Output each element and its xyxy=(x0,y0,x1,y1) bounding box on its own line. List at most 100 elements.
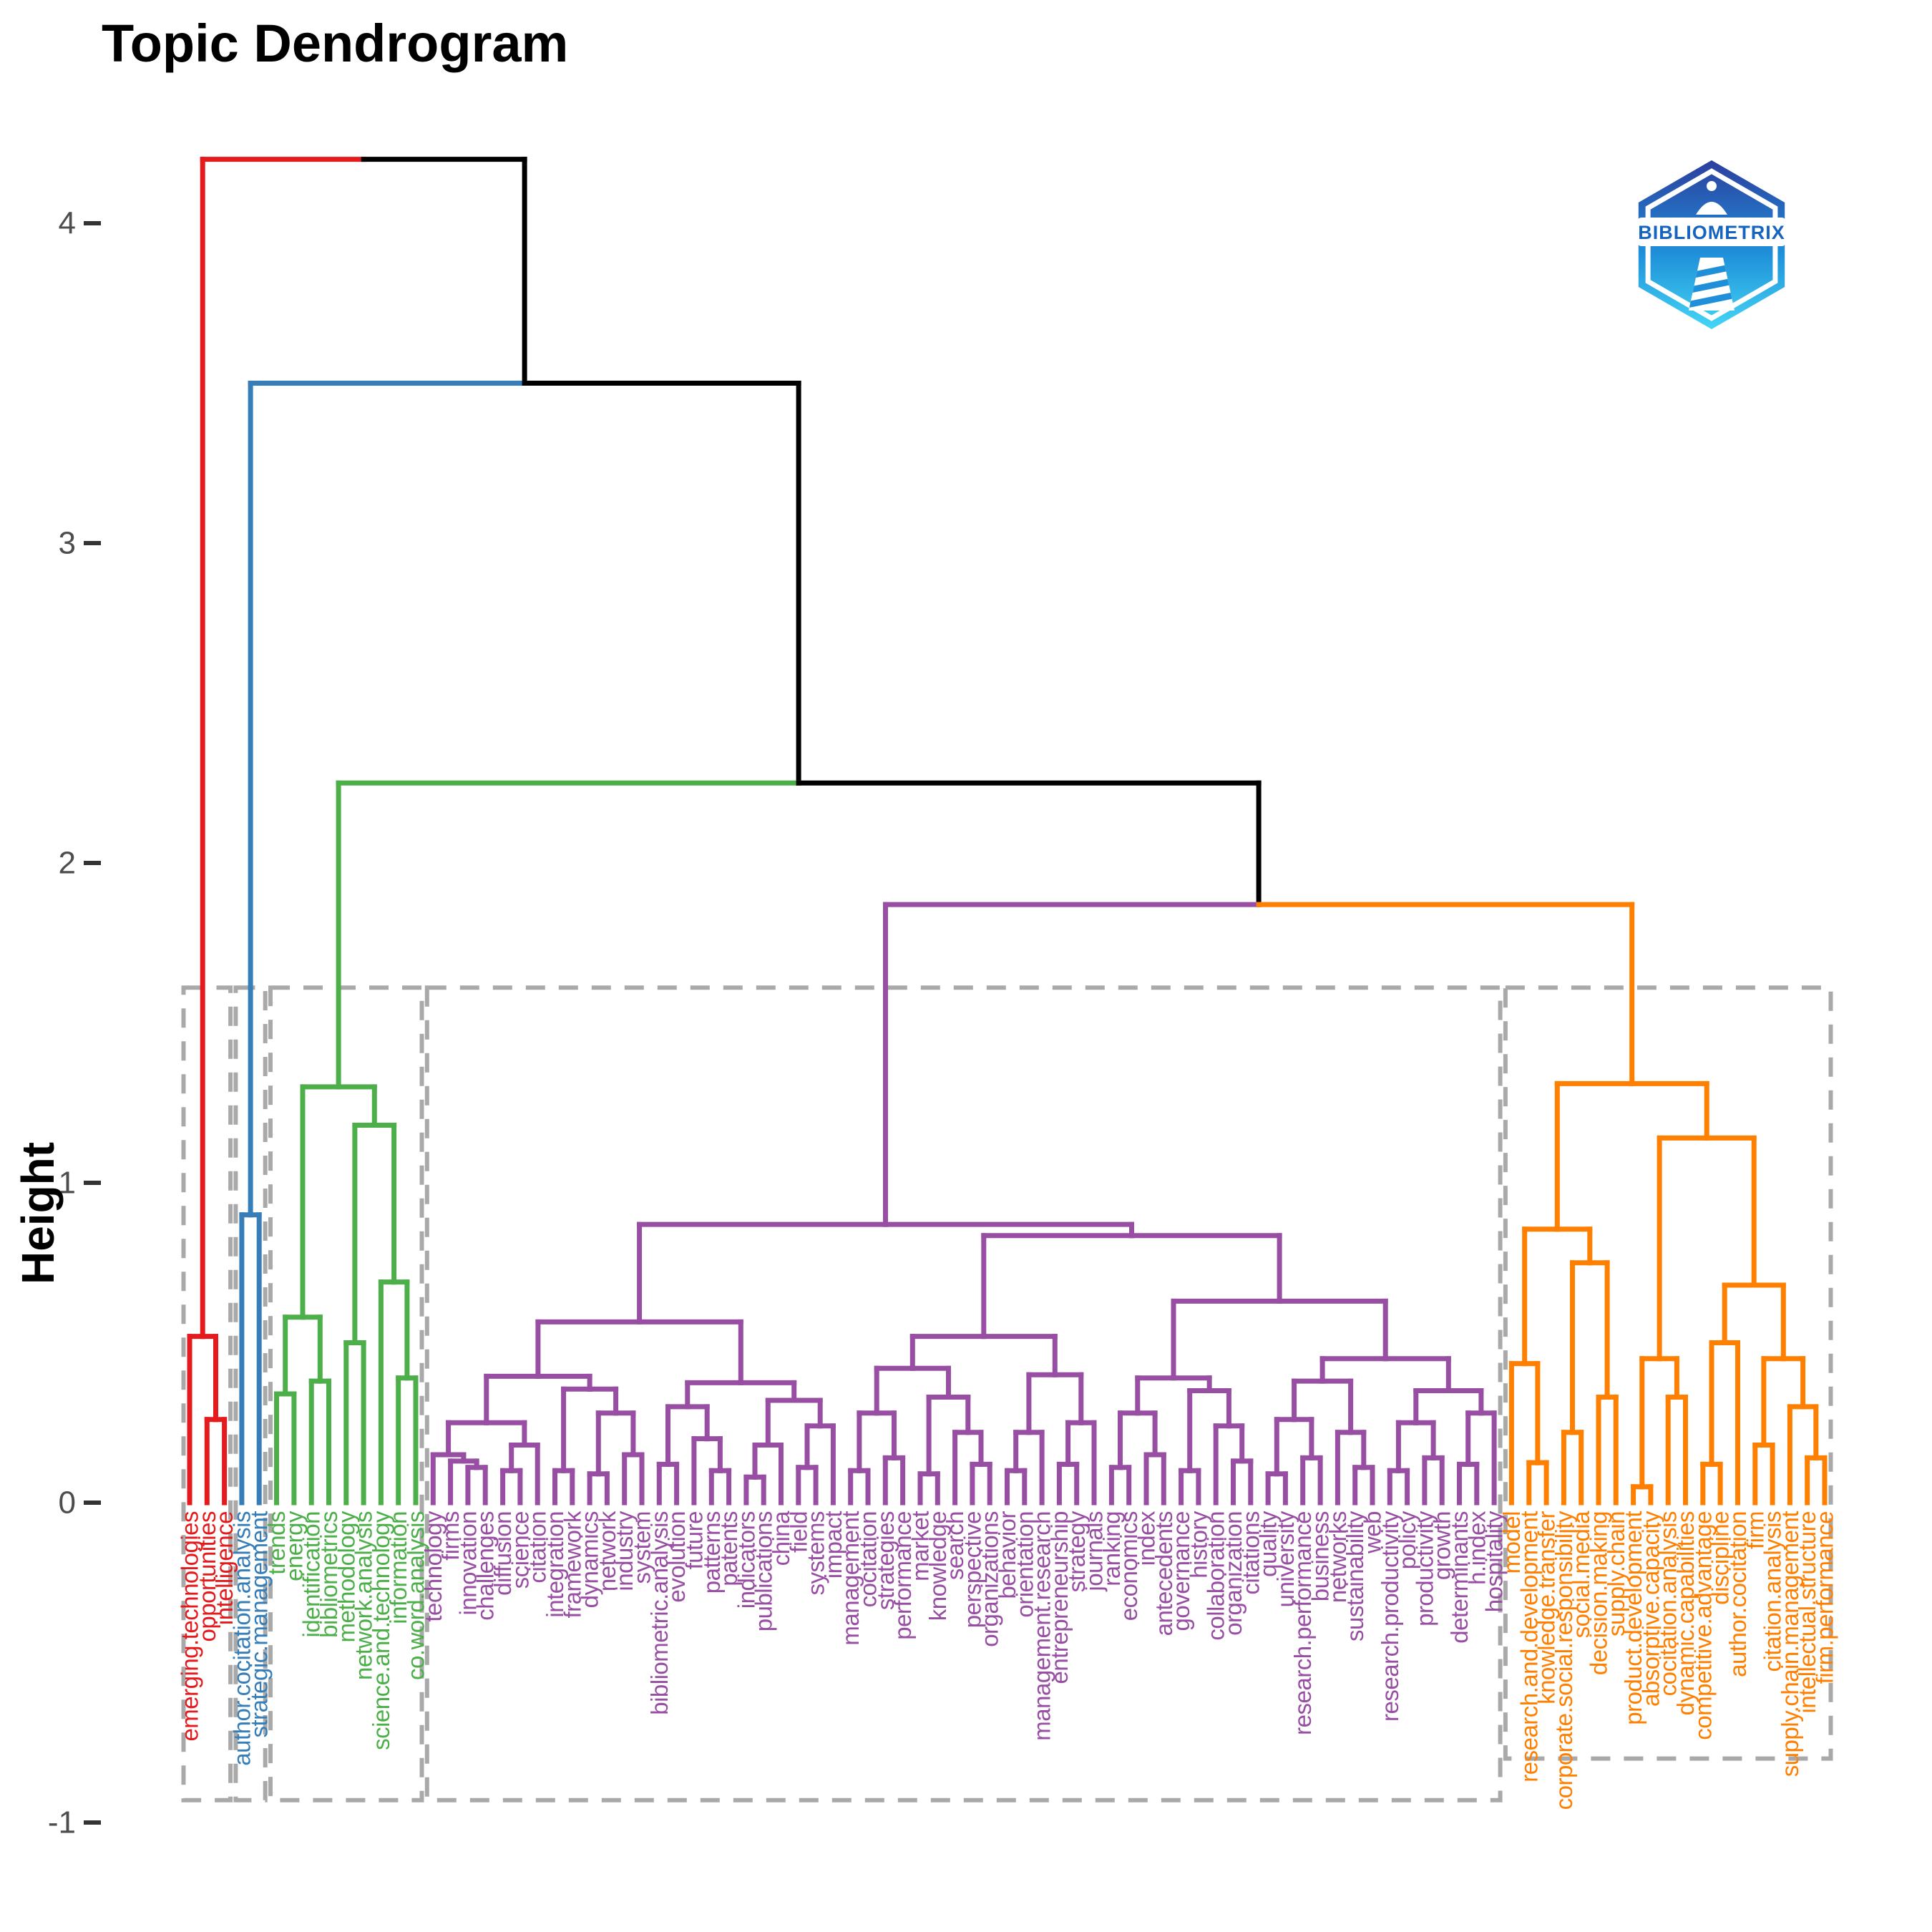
plot-title: Topic Dendrogram xyxy=(102,14,569,73)
leaf-label: science xyxy=(507,1511,533,1589)
cluster-box-purple xyxy=(424,985,1503,1802)
leaf-label: identification xyxy=(298,1511,325,1637)
leaf-label: opportunities xyxy=(194,1511,220,1641)
leaf-label: management.research xyxy=(1029,1511,1055,1741)
leaf-label: networks xyxy=(1324,1511,1351,1603)
leaf-label: quality xyxy=(1255,1511,1282,1577)
tick-label: 3 xyxy=(59,526,76,561)
leaf-label: sustainability xyxy=(1342,1511,1368,1641)
leaf-label: cocitation.analysis xyxy=(1655,1511,1682,1696)
leaf-label: intellectual.structure xyxy=(1794,1511,1820,1713)
leaf-label: firms xyxy=(437,1511,464,1561)
logo-hexagon-border xyxy=(1645,168,1778,321)
logo-band xyxy=(1637,218,1786,246)
leaf-label: absorptive.capacity xyxy=(1637,1511,1664,1707)
leaf-label: framework xyxy=(559,1511,585,1619)
leaf-label: field xyxy=(785,1511,811,1553)
tick-label: 2 xyxy=(59,846,76,881)
logo-text: BIBLIOMETRIX xyxy=(1638,222,1785,243)
lighthouse-icon xyxy=(1707,181,1717,191)
leaf-label: governance xyxy=(1168,1511,1194,1631)
leaf-label: cocitation xyxy=(855,1511,882,1607)
lighthouse-dome xyxy=(1696,202,1727,215)
leaf-label: challenges xyxy=(472,1511,499,1621)
leaf-label: network xyxy=(594,1511,620,1591)
leaf-label: journals xyxy=(1081,1511,1108,1592)
leaf-label: methodology xyxy=(333,1511,359,1642)
leaf-label: evolution xyxy=(663,1511,690,1603)
leaf-label: research.productivity xyxy=(1377,1511,1403,1722)
leaf-label: firm.performance xyxy=(1812,1511,1838,1684)
leaf-label: orientation xyxy=(1011,1511,1038,1618)
tick-label: 1 xyxy=(59,1166,76,1201)
leaf-label: information xyxy=(385,1511,411,1624)
leaf-label: organizations xyxy=(977,1511,1003,1647)
leaf-label: growth xyxy=(1429,1511,1455,1580)
leaf-label: dynamic.capabilities xyxy=(1672,1511,1699,1715)
leaf-label: market xyxy=(907,1511,934,1581)
leaf-label: history xyxy=(1185,1511,1211,1579)
leaf-label: dynamics xyxy=(577,1511,603,1608)
leaf-label: strategies xyxy=(872,1511,899,1610)
leaf-label: strategic.management xyxy=(246,1511,273,1738)
leaf-label: bibliometrics xyxy=(316,1511,342,1638)
leaf-label: emerging.technologies xyxy=(177,1511,203,1742)
leaf-label: supply.chain.management xyxy=(1777,1511,1803,1777)
leaf-label: supply.chain xyxy=(1603,1511,1629,1636)
leaf-label: competitive.advantage xyxy=(1689,1511,1716,1740)
leaf-label: discipline xyxy=(1707,1511,1734,1605)
leaf-label: determinants xyxy=(1446,1511,1473,1644)
leaf-label: entrepreneurship xyxy=(1046,1511,1073,1684)
leaf-label: economics xyxy=(1116,1511,1142,1621)
leaf-label: strategy xyxy=(1063,1511,1090,1592)
leaf-label: future xyxy=(680,1511,707,1569)
leaf-label: trends xyxy=(263,1511,290,1575)
leaf-label: impact xyxy=(820,1511,847,1579)
cluster-box-green xyxy=(268,985,424,1802)
leaf-label: h.index xyxy=(1463,1511,1490,1585)
dendrogram-tree xyxy=(187,157,1828,1506)
y-axis-title: Height xyxy=(12,1141,64,1284)
leaf-label: science.and.technology xyxy=(368,1511,394,1750)
leaf-label: citations xyxy=(1237,1511,1264,1595)
leaf-label: diffusion xyxy=(489,1511,516,1596)
leaf-label: university xyxy=(1272,1511,1299,1607)
leaf-label: collaboration xyxy=(1203,1511,1229,1641)
leaf-label: behavior xyxy=(994,1511,1020,1599)
leaf-label: hospitality xyxy=(1481,1511,1508,1612)
leaf-label: intelligence xyxy=(211,1511,238,1625)
leaf-label: ranking xyxy=(1098,1511,1125,1586)
leaf-label: business xyxy=(1307,1511,1334,1601)
tick-label: -1 xyxy=(48,1805,76,1840)
leaf-labels: emerging.technologiesopportunitiesintell… xyxy=(177,1511,1838,1810)
leaf-label: perspective xyxy=(959,1511,985,1628)
leaf-label: management xyxy=(837,1511,864,1646)
leaf-label: patents xyxy=(716,1511,742,1586)
leaf-label: research.and.development xyxy=(1516,1511,1542,1782)
leaf-label: web xyxy=(1360,1511,1386,1554)
leaf-label: product.development xyxy=(1620,1511,1646,1725)
leaf-label: integration xyxy=(542,1511,568,1618)
leaf-label: author.cocitation.analysis xyxy=(228,1511,255,1766)
leaf-label: indicators xyxy=(733,1511,759,1609)
leaf-label: firm xyxy=(1742,1511,1768,1549)
leaf-label: search xyxy=(942,1511,968,1580)
leaf-label: patterns xyxy=(698,1511,725,1594)
leaf-label: research.performance xyxy=(1289,1511,1316,1735)
leaf-label: knowledge.transfer xyxy=(1533,1511,1560,1704)
leaf-label: technology xyxy=(420,1511,447,1622)
cluster-box-orange xyxy=(1503,985,1833,1761)
bibliometrix-logo: BIBLIOMETRIX xyxy=(1637,160,1786,329)
leaf-label: model xyxy=(1498,1511,1525,1574)
leaf-label: decision.making xyxy=(1586,1511,1612,1675)
leaf-label: performance xyxy=(889,1511,916,1640)
leaf-label: knowledge xyxy=(924,1511,951,1621)
cluster-boxes xyxy=(181,985,1833,1802)
tick-label: 0 xyxy=(59,1485,76,1521)
leaf-label: system xyxy=(629,1511,655,1584)
leaf-label: network.analysis xyxy=(351,1511,377,1680)
leaf-label: antecedents xyxy=(1151,1511,1177,1636)
